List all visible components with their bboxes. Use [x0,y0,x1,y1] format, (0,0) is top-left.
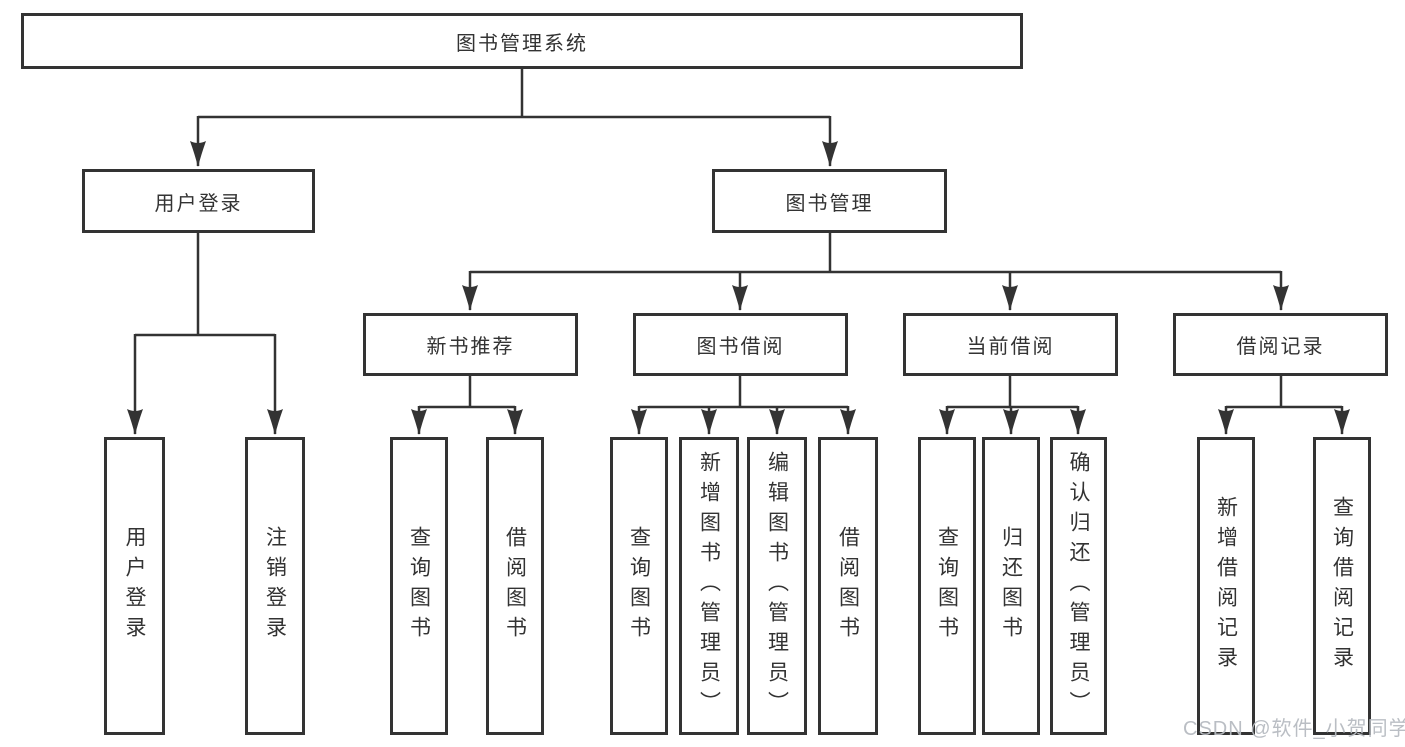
node-user-login: 用户登录 [82,169,315,233]
node-leaf-borrow-books-recommend: 借阅图书 [486,437,544,735]
node-leaf-query-books-current: 查询图书 [918,437,976,735]
csdn-watermark: CSDN @软件_小贺同学 [1183,718,1405,740]
node-new-book-recommend: 新书推荐 [363,313,578,376]
node-leaf-confirm-return-admin: 确认归还（管理员） [1050,437,1107,735]
node-leaf-edit-books-admin: 编辑图书（管理员） [747,437,807,735]
node-leaf-borrow-books: 借阅图书 [818,437,878,735]
node-leaf-user-login: 用户登录 [104,437,165,735]
node-leaf-query-books-recommend: 查询图书 [390,437,448,735]
node-library-system: 图书管理系统 [21,13,1023,69]
node-leaf-query-books-borrow: 查询图书 [610,437,668,735]
node-leaf-add-books-admin: 新增图书（管理员） [679,437,739,735]
node-leaf-return-books: 归还图书 [982,437,1040,735]
node-leaf-query-borrow-record: 查询借阅记录 [1313,437,1371,735]
node-leaf-add-borrow-record: 新增借阅记录 [1197,437,1255,735]
node-book-management: 图书管理 [712,169,947,233]
node-borrow-records: 借阅记录 [1173,313,1388,376]
node-book-borrow: 图书借阅 [633,313,848,376]
node-current-borrow: 当前借阅 [903,313,1118,376]
node-leaf-logout: 注销登录 [245,437,305,735]
